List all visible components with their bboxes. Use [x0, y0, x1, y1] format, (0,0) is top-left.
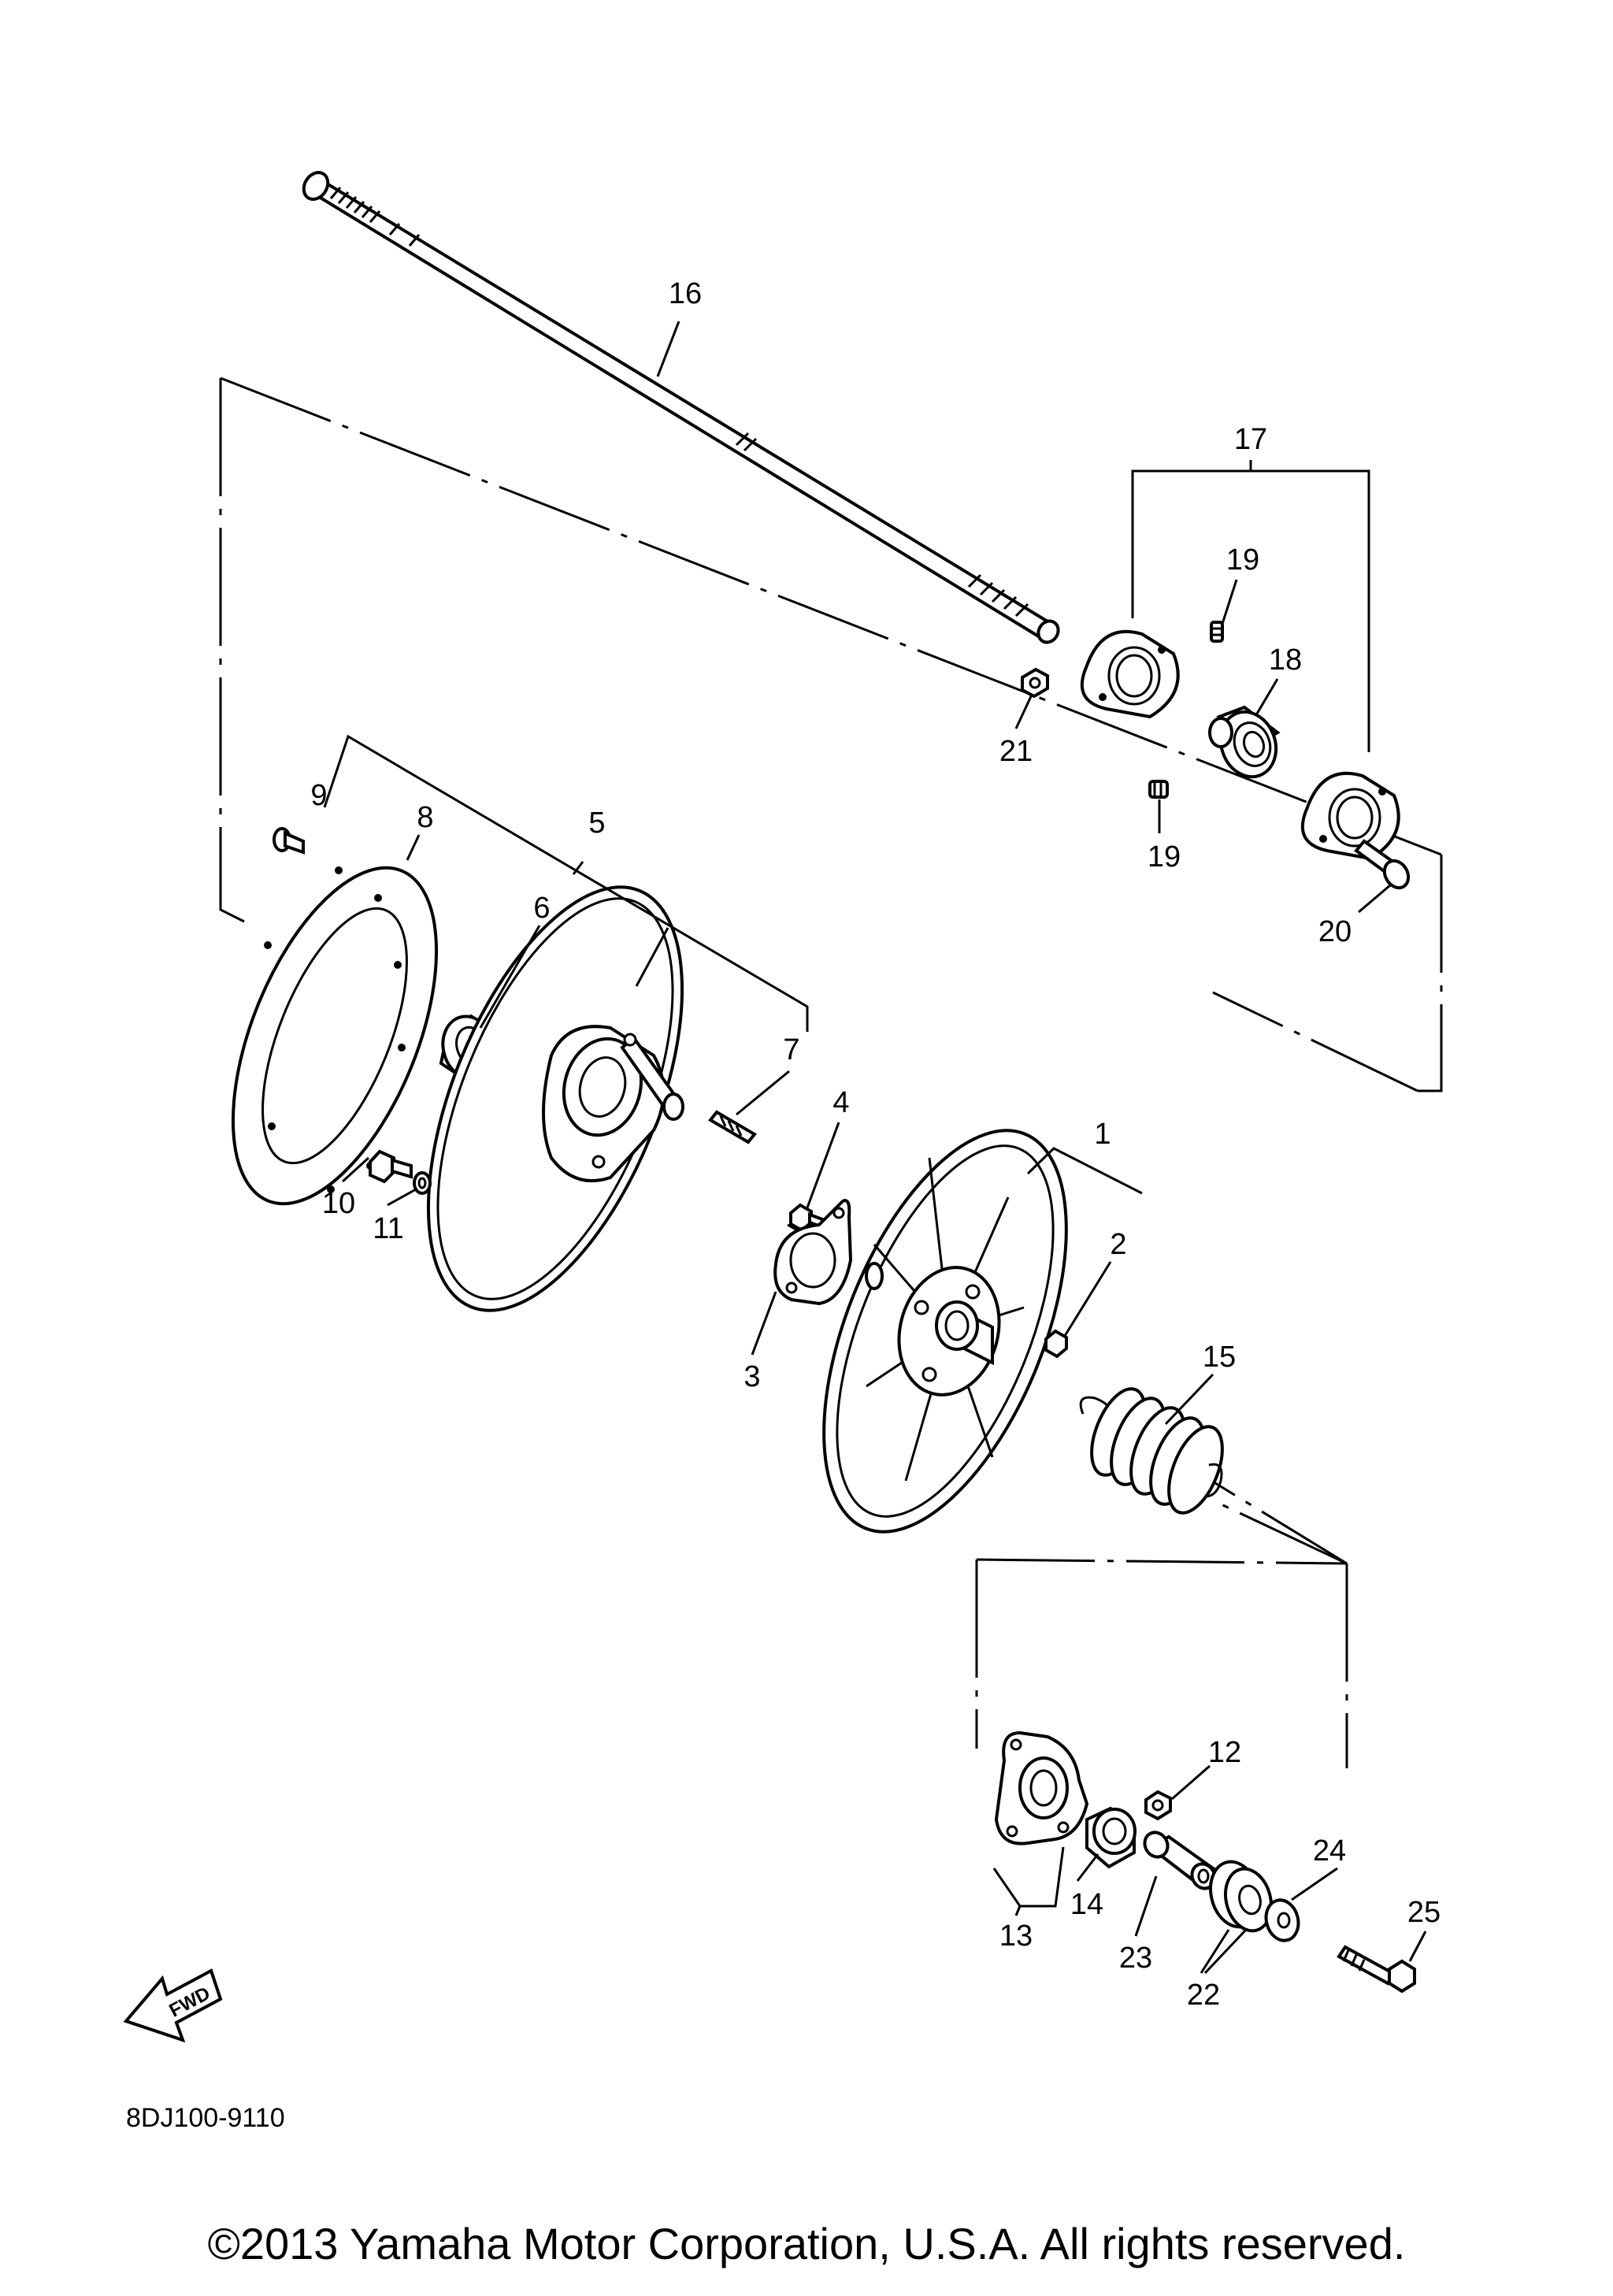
- callout-12: 12: [1208, 1736, 1241, 1769]
- shaft-16: [302, 171, 1060, 644]
- callout-7: 7: [783, 1033, 799, 1066]
- callout-24: 24: [1313, 1834, 1346, 1868]
- copyright-notice: ©2013 Yamaha Motor Corporation, U.S.A. A…: [208, 2219, 1406, 2268]
- movable-sheave-1: [822, 1129, 1068, 1534]
- callout-10: 10: [322, 1187, 355, 1220]
- callout-3: 3: [743, 1360, 760, 1393]
- callout-25: 25: [1407, 1896, 1441, 1929]
- callout-9: 9: [310, 779, 327, 812]
- callout-19-lower: 19: [1148, 840, 1181, 874]
- set-screw-19-lower: [1148, 780, 1169, 799]
- plate-3: [773, 1199, 853, 1306]
- callout-17: 17: [1234, 423, 1267, 456]
- callout-15: 15: [1203, 1341, 1236, 1374]
- callout-21: 21: [999, 735, 1033, 768]
- screw-9: [273, 827, 305, 855]
- fwd-arrow-icon: FWD: [123, 1968, 223, 2043]
- callout-18: 18: [1269, 644, 1302, 677]
- callout-1: 1: [1094, 1118, 1111, 1151]
- liner-ring-8: [231, 866, 439, 1206]
- bushing-14: [1085, 1806, 1137, 1869]
- cam-cover-13: [994, 1730, 1089, 1845]
- nut-12: [1144, 1790, 1172, 1821]
- callout-4: 4: [832, 1086, 849, 1119]
- callout-19-upper: 19: [1226, 543, 1259, 577]
- callout-11: 11: [373, 1212, 403, 1245]
- nut-21: [1021, 667, 1049, 699]
- diagram-code: 8DJ100-9110: [126, 2103, 285, 2133]
- bearing-housing-17-rear: [1300, 771, 1400, 861]
- callout-5: 5: [588, 807, 605, 840]
- rollers-22: [1209, 1860, 1273, 1933]
- callout-23: 23: [1119, 1942, 1152, 1975]
- leader-lines: [323, 321, 1427, 1975]
- callout-6: 6: [533, 892, 550, 925]
- bolt-20: [1354, 839, 1411, 890]
- washer-11: [413, 1171, 432, 1195]
- callout-8: 8: [417, 801, 433, 834]
- callout-14: 14: [1070, 1888, 1103, 1921]
- callout-labels: 16 17 19 18 21 19 20 9 8 5 6 7 4 1 2 10 …: [310, 277, 1441, 2012]
- pin-7: [707, 1110, 758, 1144]
- screw-10: [369, 1149, 413, 1184]
- callout-20: 20: [1318, 915, 1352, 948]
- callout-22: 22: [1187, 1979, 1220, 2012]
- callout-16: 16: [669, 277, 702, 310]
- spring-15: [1079, 1387, 1224, 1515]
- set-screw-19-upper: [1210, 621, 1224, 643]
- bearing-housing-17-front: [1080, 629, 1180, 719]
- bearing-18: [1208, 705, 1281, 779]
- callout-2: 2: [1110, 1228, 1126, 1261]
- bolt-25: [1337, 1945, 1416, 1994]
- screw-2: [1044, 1329, 1068, 1359]
- washer-24: [1264, 1898, 1300, 1942]
- callout-13: 13: [999, 1920, 1033, 1953]
- collar-23: [1143, 1830, 1217, 1890]
- fixed-sheave-5: [426, 885, 684, 1312]
